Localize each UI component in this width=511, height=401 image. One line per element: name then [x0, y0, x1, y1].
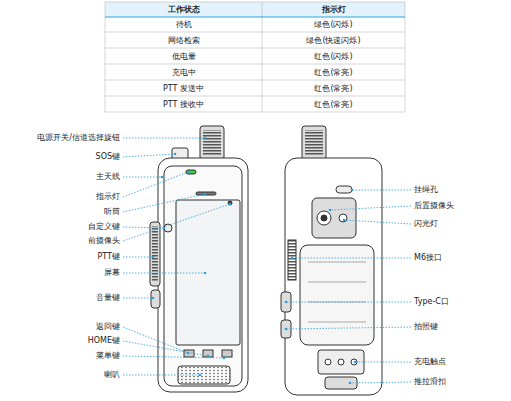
callout-label: 菜单键 — [96, 351, 120, 361]
table-cell: PTT 发送中 — [105, 84, 262, 94]
table-header — [105, 2, 405, 17]
back-radio — [281, 126, 382, 395]
table-cell: 红色(常亮) — [262, 84, 405, 94]
table-cell: 待机 — [105, 20, 262, 30]
callout-label: 音量键 — [96, 293, 120, 303]
callout-label: 电源开关/信道选择旋钮 — [37, 133, 120, 143]
table-header-cell: 工作状态 — [105, 5, 262, 15]
callout-label: 屏幕 — [104, 268, 120, 278]
table-cell: 绿色(闪烁) — [262, 20, 405, 30]
front-radio — [150, 126, 248, 392]
callout-label: 拍照键 — [414, 322, 438, 332]
table-cell: 红色(常亮) — [262, 68, 405, 78]
table-cell: 低电量 — [105, 52, 262, 62]
callout-label: PTT键 — [98, 252, 120, 262]
callout-label: Type-C口 — [414, 297, 449, 307]
callout-label: 挂绳孔 — [414, 185, 438, 195]
callout-label: 前摄像头 — [88, 236, 120, 246]
callout-label: 主天线 — [96, 172, 120, 182]
table-cell: 红色(闪烁) — [262, 52, 405, 62]
callout-label: M6接口 — [414, 253, 442, 263]
table-cell: PTT 接收中 — [105, 100, 262, 110]
callout-label: 喇叭 — [104, 370, 120, 380]
callout-label: 返回键 — [96, 322, 120, 332]
table-cell: 充电中 — [105, 68, 262, 78]
callout-label: 听筒 — [104, 207, 120, 217]
callout-label: HOME键 — [88, 336, 120, 346]
table-cell: 红色(常亮) — [262, 100, 405, 110]
callout-label: 闪光灯 — [414, 219, 438, 229]
leader-lines — [123, 137, 411, 385]
table-header-cell: 指示灯 — [262, 5, 405, 15]
table-cell: 绿色(快速闪烁) — [262, 36, 405, 46]
callout-label: 后置摄像头 — [414, 201, 454, 211]
callout-label: 自定义键 — [88, 222, 120, 232]
callout-label: 充电触点 — [414, 357, 446, 367]
callout-label: SOS键 — [96, 152, 120, 162]
callout-label: 指示灯 — [96, 192, 120, 202]
callout-label: 推拉滑扣 — [414, 377, 446, 387]
table-grid — [105, 2, 405, 112]
table-cell: 网络检索 — [105, 36, 262, 46]
